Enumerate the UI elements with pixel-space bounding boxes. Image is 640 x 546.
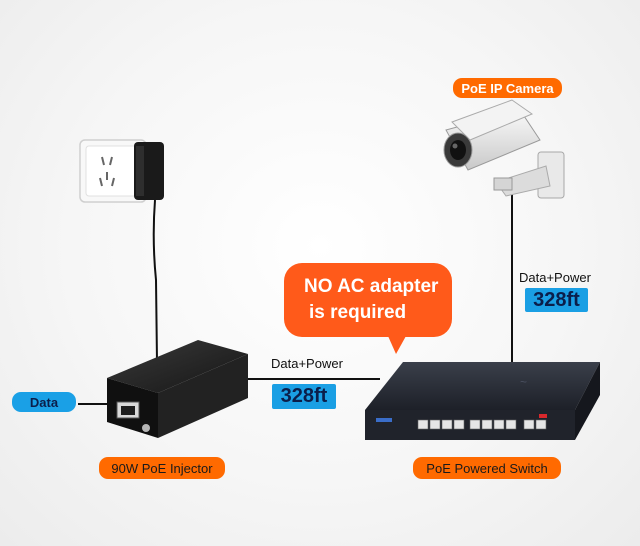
switch-watermark: ~	[520, 375, 527, 389]
no-ac-adapter-callout: NO AC adapter is required	[284, 263, 452, 337]
camera-label: PoE IP Camera	[453, 78, 562, 98]
callout-line-1: NO AC adapter	[304, 276, 439, 297]
ip-camera-icon	[443, 99, 565, 199]
data-label: Data	[12, 392, 76, 412]
injector-link-label: Data+Power	[271, 356, 343, 371]
power-adapter-icon	[134, 142, 164, 200]
callout-tail	[388, 336, 406, 354]
camera-link-distance: 328ft	[525, 288, 588, 312]
injector-label: 90W PoE Injector	[99, 457, 225, 479]
callout-line-2: is required	[309, 302, 407, 323]
adapter-cable	[152, 199, 158, 363]
injector-link-distance: 328ft	[272, 384, 336, 409]
power-outlet-icon	[79, 139, 147, 203]
switch-label: PoE Powered Switch	[413, 457, 561, 479]
poe-switch-icon: ~	[365, 362, 600, 440]
poe-injector-icon	[107, 340, 248, 438]
camera-link-label: Data+Power	[519, 270, 591, 285]
